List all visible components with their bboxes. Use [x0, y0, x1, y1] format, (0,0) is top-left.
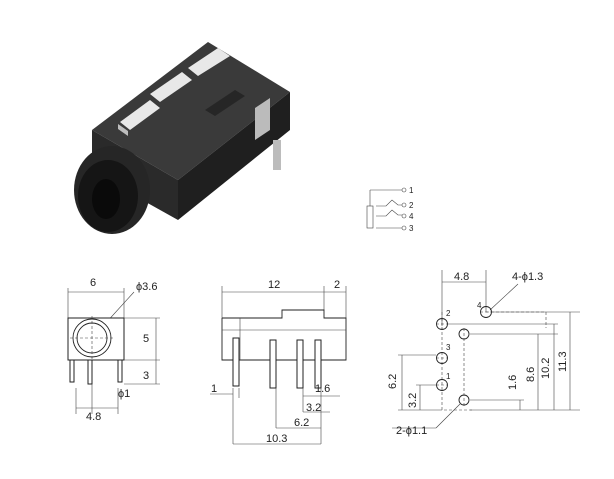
jack-photo	[74, 42, 290, 234]
schematic-pin-3: 3	[409, 224, 414, 233]
front-pin-label: ϕ1	[118, 388, 130, 400]
front-width-label: 6	[90, 277, 96, 289]
pcb-pin-2: 2	[446, 309, 451, 318]
pcb-pin-1: 1	[446, 372, 451, 381]
pcb-pin-3: 3	[446, 343, 451, 352]
schematic-pin-4: 4	[409, 212, 414, 221]
pcb-top-label: 4.8	[454, 271, 469, 283]
side-d3-label: 6.2	[294, 417, 309, 429]
side-length-label: 12	[268, 279, 280, 291]
schematic-pin-2: 2	[409, 201, 414, 210]
pcb-right-v1: 1.6	[507, 375, 519, 390]
side-d2-label: 3.2	[306, 402, 321, 414]
pcb-left-v2: 3.2	[407, 393, 419, 408]
side-d1-label: 1.6	[315, 383, 330, 395]
pcb-pin-4: 4	[477, 301, 482, 310]
front-lead-height-label: 3	[143, 370, 149, 382]
pcb-hole-spec: 4-ϕ1.3	[512, 271, 543, 283]
side-view: 12 2 1 1.6 3.2 6.2 10.3	[210, 279, 347, 445]
pcb-small-hole-spec: 2-ϕ1.1	[396, 425, 427, 437]
pcb-layout: 4.8 4-ϕ1.3 2 4 3 1 6.2 3.2 2-ϕ1.1	[387, 270, 580, 437]
front-height-label: 5	[143, 333, 149, 345]
schematic-symbol: 1 2 4 3	[366, 186, 414, 233]
side-tab-label: 2	[334, 279, 340, 291]
pcb-right-v2: 8.6	[525, 367, 537, 382]
pcb-right-v3: 10.2	[540, 358, 552, 379]
front-view: 6 ϕ3.6 5 3 4.8 ϕ1	[67, 277, 160, 423]
front-pitch-label: 4.8	[86, 411, 101, 423]
pcb-left-v1: 6.2	[387, 374, 399, 389]
pcb-right-v4: 11.3	[557, 351, 569, 372]
front-hole-label: ϕ3.6	[136, 281, 157, 293]
side-left-small-label: 1	[211, 383, 217, 395]
schematic-pin-1: 1	[409, 186, 414, 195]
side-d4-label: 10.3	[266, 433, 287, 445]
